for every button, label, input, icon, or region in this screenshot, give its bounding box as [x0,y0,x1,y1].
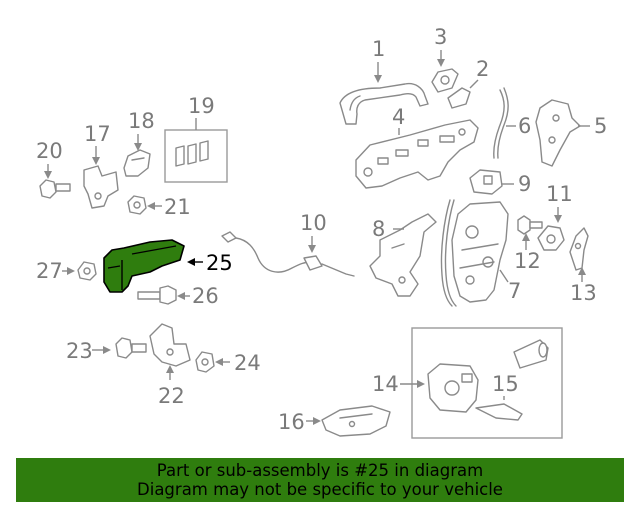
part-7-latch-assembly[interactable] [440,199,509,307]
callout-21: 21 [164,195,191,219]
callout-3: 3 [434,25,447,49]
part-27-nut[interactable] [77,261,97,281]
part-13-clip[interactable] [569,227,589,271]
part-6-rod[interactable] [493,87,509,159]
part-25-door-check[interactable] [103,239,185,293]
part-22-bracket[interactable] [149,323,191,367]
banner-line-1: Part or sub-assembly is #25 in diagram [156,461,484,480]
callout-11: 11 [546,182,573,206]
callout-27: 27 [36,259,63,283]
leader-25 [187,258,203,266]
leader-14 [400,380,425,388]
callout-8: 8 [372,217,385,241]
callout-16: 16 [278,410,305,434]
part-15-seal[interactable] [475,403,523,421]
leader-10 [308,236,316,253]
callout-9: 9 [518,172,531,196]
leader-2 [469,79,479,89]
part-26-bolt[interactable] [137,285,177,305]
part-3-cap[interactable] [431,68,459,93]
part-10-cable[interactable] [221,231,355,277]
callout-7: 7 [508,279,521,303]
leader-20 [44,164,52,179]
callout-22: 22 [158,384,185,408]
leader-18 [134,134,142,151]
part-23-bolt[interactable] [115,337,147,359]
leader-1 [374,62,382,83]
part-2-cover[interactable] [447,87,471,109]
part-17-bracket[interactable] [83,165,119,209]
callout-5: 5 [594,114,607,138]
part-14-box [411,327,563,439]
info-banner: Part or sub-assembly is #25 in diagram D… [16,458,624,502]
part-19-clips[interactable] [175,140,209,167]
leader-12 [522,233,530,250]
part-14-connector[interactable] [513,339,549,369]
leader-22 [166,365,174,380]
part-11-bracket[interactable] [537,225,565,251]
leader-7 [499,269,509,283]
leader-17 [92,146,100,165]
callout-24: 24 [234,351,261,375]
callout-18: 18 [128,109,155,133]
leader-11 [554,207,562,223]
part-14-actuator[interactable] [427,363,479,413]
part-24-nut[interactable] [195,351,215,373]
leader-3 [437,50,445,67]
callout-6: 6 [518,114,531,138]
callout-12: 12 [514,249,541,273]
callout-4: 4 [392,105,405,129]
callout-13: 13 [570,281,597,305]
callout-10: 10 [300,211,327,235]
callout-1: 1 [372,37,385,61]
leader-23 [92,346,111,354]
part-5-bracket[interactable] [535,99,581,167]
part-8-bracket[interactable] [369,213,437,297]
part-4-handle-bracket[interactable] [355,119,479,189]
part-20-bolt[interactable] [39,179,71,199]
leader-13 [578,267,586,282]
callout-23: 23 [66,339,93,363]
part-1-outside-handle[interactable] [339,82,429,125]
banner-line-2: Diagram may not be specific to your vehi… [137,480,503,499]
part-18-clip[interactable] [123,149,151,177]
leader-27 [62,267,75,275]
leader-16 [306,417,321,425]
callout-14: 14 [372,372,399,396]
part-12-screw[interactable] [517,215,543,235]
leader-26 [177,292,190,300]
leader-24 [215,358,230,366]
part-21-nut[interactable] [127,195,147,215]
callout-17: 17 [84,122,111,146]
callout-26: 26 [192,284,219,308]
callout-2: 2 [476,57,489,81]
callout-19: 19 [188,94,215,118]
leader-21 [147,202,162,210]
callout-20: 20 [36,139,63,163]
callout-15: 15 [492,372,519,396]
callout-25: 25 [206,251,233,275]
part-9-bracket[interactable] [469,169,503,195]
part-16-cover[interactable] [321,405,391,437]
